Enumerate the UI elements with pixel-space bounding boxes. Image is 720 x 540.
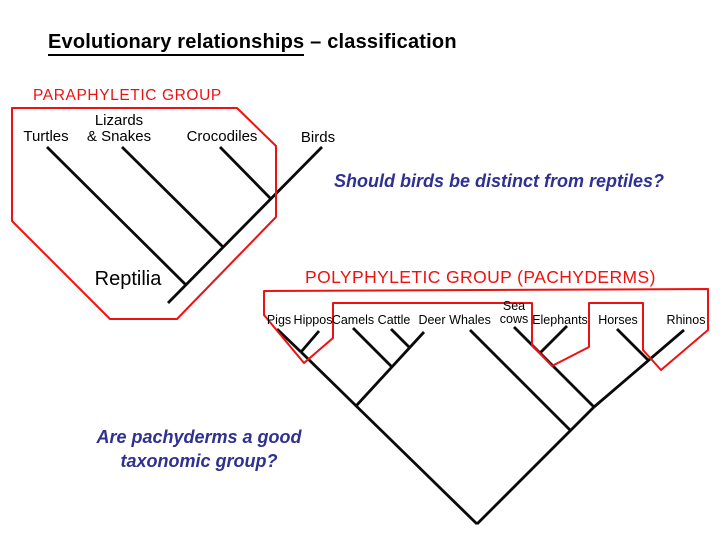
page-title: Evolutionary relationships – classificat…	[48, 31, 457, 56]
lizards-snakes-branch	[121, 146, 224, 248]
deer-branch	[354, 331, 426, 407]
taxon-label-turtles: Turtles	[23, 128, 69, 145]
title-rest-part: – classification	[304, 31, 457, 53]
title-underlined-part: Evolutionary relationships	[48, 31, 305, 56]
taxon-label-whales: Whales	[449, 313, 491, 327]
paraphyletic-group-outline	[11, 107, 277, 320]
taxon-label-lizards-snakes: Lizards & Snakes	[86, 112, 152, 145]
taxon-label-crocodiles: Crocodiles	[186, 128, 258, 145]
paraphyletic-group-label: PARAPHYLETIC GROUP	[33, 87, 222, 104]
taxon-label-camels: Camels	[331, 313, 375, 327]
reptile-backbone-birds-branch	[167, 146, 323, 304]
camels-branch	[352, 327, 393, 368]
taxon-label-elephants: Elephants	[532, 313, 588, 327]
taxon-label-cattle: Cattle	[377, 313, 411, 327]
cattle-branch	[390, 328, 411, 349]
clade-label-reptilia: Reptilia	[94, 268, 162, 290]
taxon-label-birds: Birds	[300, 129, 336, 146]
question-birds-reptiles: Should birds be distinct from reptiles?	[334, 171, 665, 191]
whales-branch	[469, 329, 571, 431]
taxon-label-sea-cows: Sea cows	[499, 299, 529, 326]
taxon-label-pigs: Pigs	[266, 313, 292, 327]
horses-branch	[616, 328, 649, 361]
taxon-label-horses: Horses	[598, 313, 638, 327]
polyphyletic-group-label: POLYPHYLETIC GROUP (PACHYDERMS)	[305, 267, 656, 287]
taxon-label-deer: Deer	[418, 313, 446, 327]
crocodiles-branch	[219, 146, 272, 200]
hippos-branch	[299, 330, 321, 353]
mammal-cladogram-lines	[276, 325, 685, 526]
rhinos-branch	[593, 328, 685, 409]
left-trunk	[300, 350, 478, 526]
elephants-branch	[539, 325, 568, 354]
taxon-label-rhinos: Rhinos	[666, 313, 706, 327]
right-trunk	[476, 406, 595, 525]
turtles-branch	[46, 146, 187, 286]
question-pachyderms: Are pachyderms a good taxonomic group?	[96, 427, 302, 471]
reptile-cladogram-lines	[46, 146, 323, 304]
taxon-label-hippos: Hippos	[293, 313, 333, 327]
polyphyletic-group-outline	[263, 288, 709, 371]
pigs-branch	[276, 327, 302, 354]
